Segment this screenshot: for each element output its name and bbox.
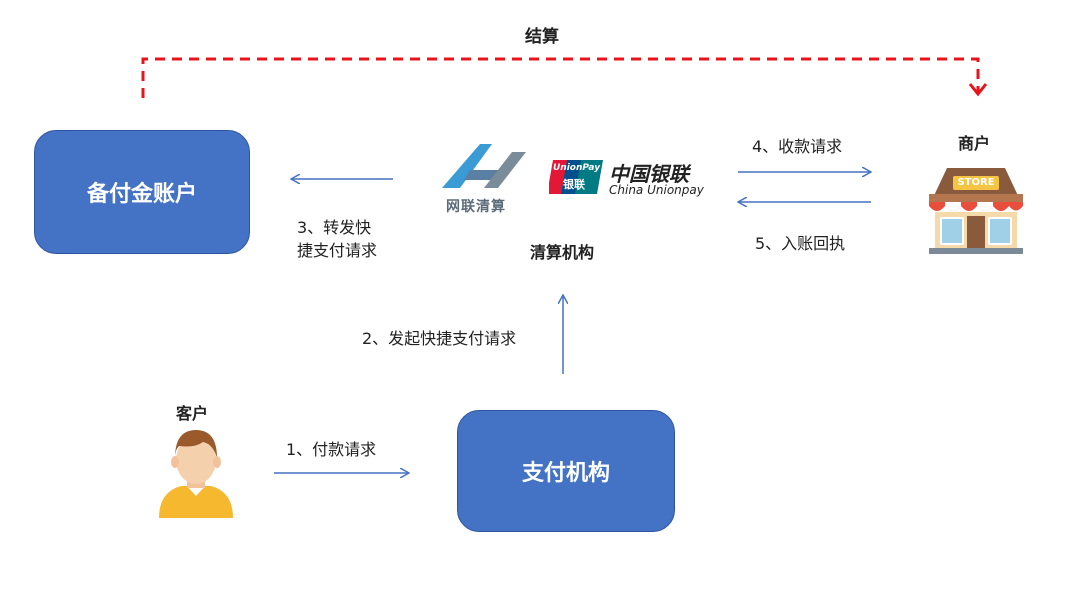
customer-label: 客户 <box>176 404 209 423</box>
unionpay-logo: UnionPay 银联 中国银联 China Unionpay <box>549 158 709 198</box>
step1-label: 1、付款请求 <box>286 440 377 459</box>
settlement-dashed-connector <box>141 57 980 98</box>
settlement-label: 结算 <box>525 27 559 47</box>
customer-avatar-icon <box>157 426 235 518</box>
settlement-arrowhead <box>968 83 988 97</box>
payment-institution-box: 支付机构 <box>457 410 675 532</box>
store-icon: STORE <box>927 160 1025 256</box>
reserve-account-box: 备付金账户 <box>34 130 250 254</box>
step4-label: 4、收款请求 <box>752 137 843 156</box>
step5-label: 5、入账回执 <box>755 234 846 253</box>
step2-label: 2、发起快捷支付请求 <box>362 329 517 348</box>
unionpay-en-name: China Unionpay <box>609 183 704 197</box>
reserve-account-label: 备付金账户 <box>86 182 197 207</box>
store-sign: STORE <box>953 176 999 190</box>
unionpay-badge-top: UnionPay <box>553 163 601 173</box>
clearing-institution-label: 清算机构 <box>530 243 595 262</box>
merchant-label: 商户 <box>958 134 991 153</box>
unionpay-badge-bottom: 银联 <box>563 178 585 191</box>
step3-label-line1: 3、转发快 <box>297 218 372 237</box>
netsunion-mark-icon <box>442 144 526 188</box>
payment-institution-label: 支付机构 <box>521 461 610 486</box>
unionpay-badge-icon <box>549 160 603 194</box>
netsunion-logo: 网联清算 <box>440 140 528 220</box>
netsunion-name: 网联清算 <box>446 199 506 215</box>
step3-label-line2: 捷支付请求 <box>297 241 378 260</box>
unionpay-cn-name: 中国银联 <box>609 162 689 186</box>
